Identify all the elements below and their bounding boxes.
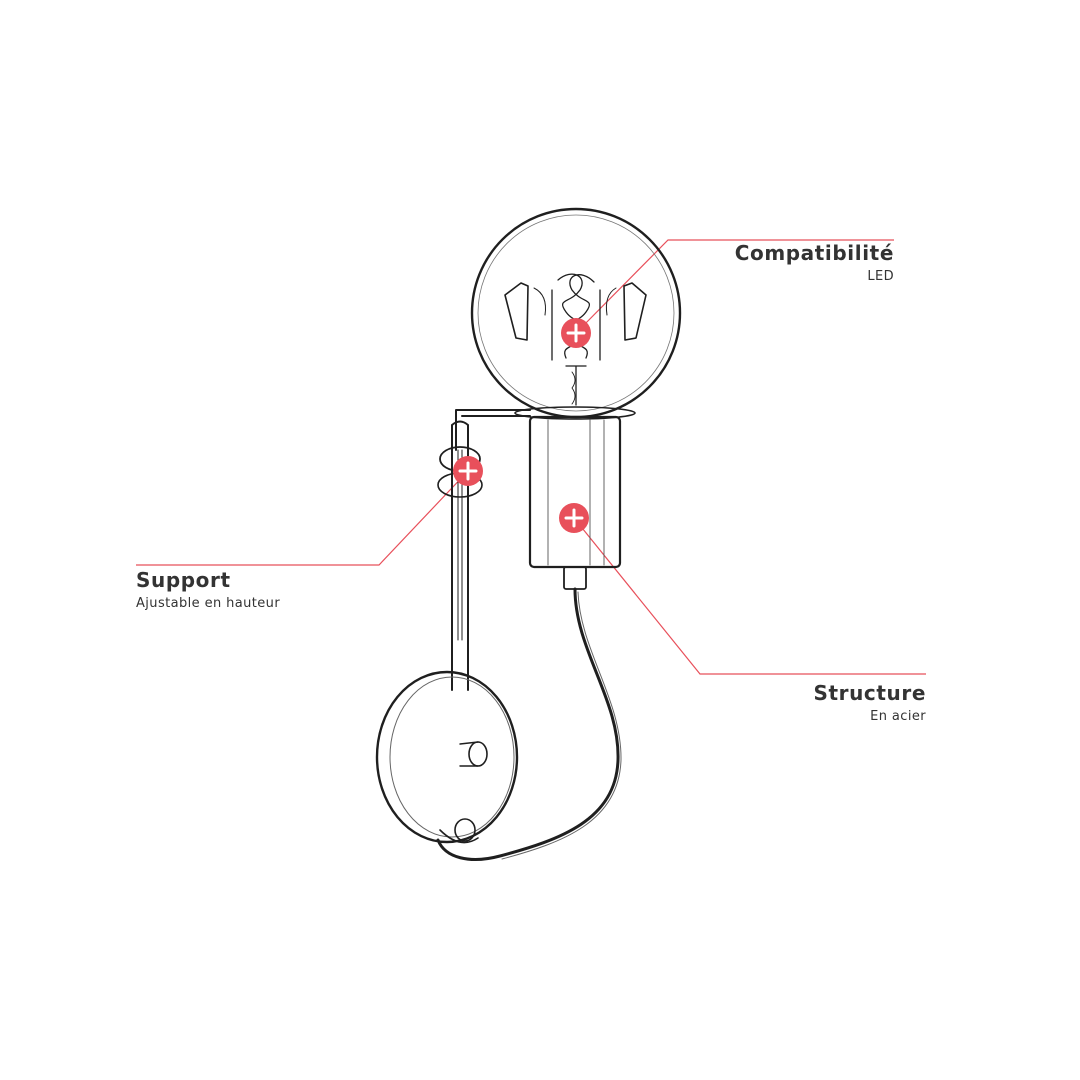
socket-cap (563, 566, 587, 590)
plus-icon (458, 461, 478, 481)
hotspot-support[interactable] (453, 456, 483, 486)
callout-title: Structure (813, 681, 926, 705)
callout-support: Support Ajustable en hauteur (136, 568, 376, 611)
callout-subtitle: En acier (870, 709, 926, 724)
bulb-globe-inner (477, 214, 675, 412)
arm-bracket (455, 409, 531, 451)
power-cable (436, 587, 620, 861)
callout-subtitle: Ajustable en hauteur (136, 596, 281, 611)
lamp-drawing (375, 207, 682, 861)
bulb-reflection-right (623, 282, 647, 341)
leader-line-structure (573, 517, 926, 675)
leader-line-support (136, 470, 469, 566)
hotspot-structure[interactable] (559, 503, 589, 533)
wall-plate (375, 670, 519, 844)
callout-compatibilite: Compatibilité LED (650, 241, 894, 284)
plus-icon (566, 323, 586, 343)
plus-icon (564, 508, 584, 528)
socket-rim (514, 406, 636, 420)
callout-structure: Structure En acier (700, 681, 926, 724)
callout-title: Compatibilité (734, 241, 894, 265)
callout-subtitle: LED (867, 269, 894, 284)
plate-screw (468, 741, 488, 767)
hotspot-compatibilite[interactable] (561, 318, 591, 348)
callout-title: Support (136, 568, 231, 592)
bulb-reflection-left (504, 282, 529, 341)
socket-body (528, 415, 622, 569)
